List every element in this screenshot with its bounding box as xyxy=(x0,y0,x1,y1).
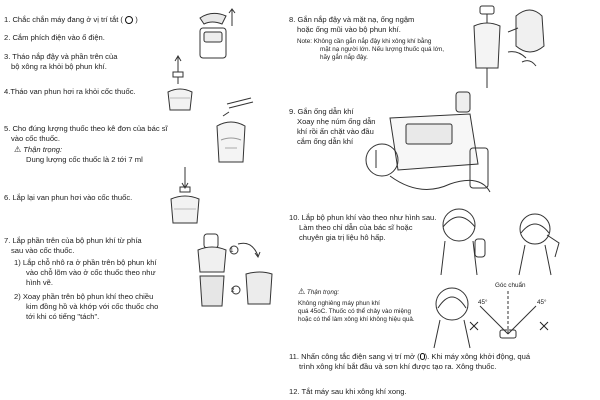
step-8-note-2: mặt nạ người lớn. Nếu lượng thuốc quá lớ… xyxy=(320,46,445,53)
step-4: 4.Tháo van phun hơi ra khỏi cốc thuốc. xyxy=(4,87,136,96)
step-1: 1. Chắc chắn máy đang ở vị trí tắt ( ) xyxy=(4,15,138,24)
step-2: 2. Cắm phích điện vào ổ điện. xyxy=(4,33,105,42)
nebulizer-assembly-illustration xyxy=(190,230,280,310)
angle-right-label: 45° xyxy=(537,299,547,306)
step-8-line-2: hoặc ống mũi vào bộ phun khí. xyxy=(297,25,401,34)
step-9-line-1: 9. Gắn ống dẫn khí xyxy=(289,107,354,116)
step-5-line-1: 5. Cho đúng lượng thuốc theo kê đơn của … xyxy=(4,124,168,133)
step-5-caution-text: Dung lượng cốc thuốc là 2 tới 7 ml xyxy=(26,155,143,164)
caution-label: Thận trọng: xyxy=(23,145,63,154)
step-1-text: 1. Chắc chắn máy đang ở vị trí tắt ( xyxy=(4,15,123,24)
step-12: 12. Tắt máy sau khi xông khí xong. xyxy=(289,387,407,396)
step-7-sub-1-line-2: vào chỗ lõm vào ở cốc thuốc theo như xyxy=(26,268,156,277)
step-10-line-1: 10. Lắp bộ phun khí vào theo như hình sa… xyxy=(289,213,437,222)
step-1-close: ) xyxy=(135,15,138,24)
mask-attachment-illustration xyxy=(468,2,560,90)
step-7-sub-2-line-2: kim đồng hồ và khớp với cốc thuốc cho xyxy=(26,302,159,311)
step-3-line-2: bộ xông ra khỏi bộ phun khí. xyxy=(11,62,107,71)
step-5-line-2: vào cốc thuốc. xyxy=(11,134,60,143)
power-on-icon xyxy=(419,353,425,360)
step-7-sub-2-line-1: 2) Xoay phần trên bộ phun khí theo chiều xyxy=(14,292,154,301)
step-5-caution-title: ⚠ Thận trọng: xyxy=(14,145,62,154)
step-9-line-4: cắm ống dẫn khí xyxy=(297,137,354,146)
step-11-line-2: trình xông khí bắt đầu và sơn khí được t… xyxy=(299,362,497,371)
step-8-line-1: 8. Gắn nắp đậy và mặt nạ, ống ngậm xyxy=(289,15,415,24)
step-7-line-1: 7. Lắp phần trên của bộ phun khí từ phía xyxy=(4,236,142,245)
step-10-caution-1: Không nghiêng máy phun khí xyxy=(298,300,380,307)
step-10-caution-3: hoặc có thể làm xông khí không hiệu quả. xyxy=(298,316,415,323)
step-7-sub-1-line-3: hình vẽ. xyxy=(26,278,54,287)
step-7-sub-1-line-1: 1) Lắp chỗ nhô ra ở phần trên bộ phun kh… xyxy=(14,258,157,267)
figure-step-1-label: 1 xyxy=(230,247,234,254)
caution-label: Thận trọng: xyxy=(306,289,340,296)
step-10-line-2: Làm theo chỉ dẫn của bác sĩ hoặc xyxy=(299,223,413,232)
good-angle-label: Góc chuẩn xyxy=(495,282,526,289)
step-11-line-1: 11. Nhấn công tắc điện sang vị trí mở ()… xyxy=(289,352,530,361)
step-9-line-3: khí rồi ấn chặt vào đầu xyxy=(297,127,374,136)
step-7-sub-2-line-3: tới khi có tiếng "tách". xyxy=(26,312,100,321)
step-7-line-2: sau vào cốc thuốc. xyxy=(11,246,75,255)
nebulizer-disassembly-illustration xyxy=(160,6,260,111)
angle-left-label: 45° xyxy=(478,299,488,306)
warning-icon: ⚠ xyxy=(298,287,306,296)
step-10-caution-title: ⚠ Thận trọng: xyxy=(298,288,339,297)
figure-step-2-label: 2 xyxy=(231,287,235,294)
step-11-text-b: ). Khi máy xông khởi động, quá xyxy=(424,352,531,361)
step-8-note-3: hãy gắn nắp đậy. xyxy=(320,54,368,61)
power-off-icon xyxy=(125,16,134,24)
step-8-note-1: Note: Không cần gắn nắp đậy khi xông khí… xyxy=(297,38,432,45)
step-10-caution-2: quá 45oC. Thuốc có thể chảy vào miệng xyxy=(298,308,411,315)
step-9-line-2: Xoay nhẹ núm ống dẫn xyxy=(297,117,376,126)
medicine-pouring-illustration xyxy=(205,96,275,170)
air-tube-connection-illustration xyxy=(360,88,500,208)
step-3-line-1: 3. Tháo nắp đậy và phần trên của xyxy=(4,52,118,61)
step-10-line-3: chuyên gia trị liệu hô hấp. xyxy=(299,233,386,242)
step-6: 6. Lắp lại van phun hơi vào cốc thuốc. xyxy=(4,193,133,202)
usage-position-illustration xyxy=(437,205,572,277)
warning-icon: ⚠ xyxy=(14,145,22,154)
step-11-text-a: 11. Nhấn công tắc điện sang vị trí mở ( xyxy=(289,352,420,361)
valve-reassembly-illustration xyxy=(165,165,205,225)
angle-guide-illustration xyxy=(430,278,570,350)
